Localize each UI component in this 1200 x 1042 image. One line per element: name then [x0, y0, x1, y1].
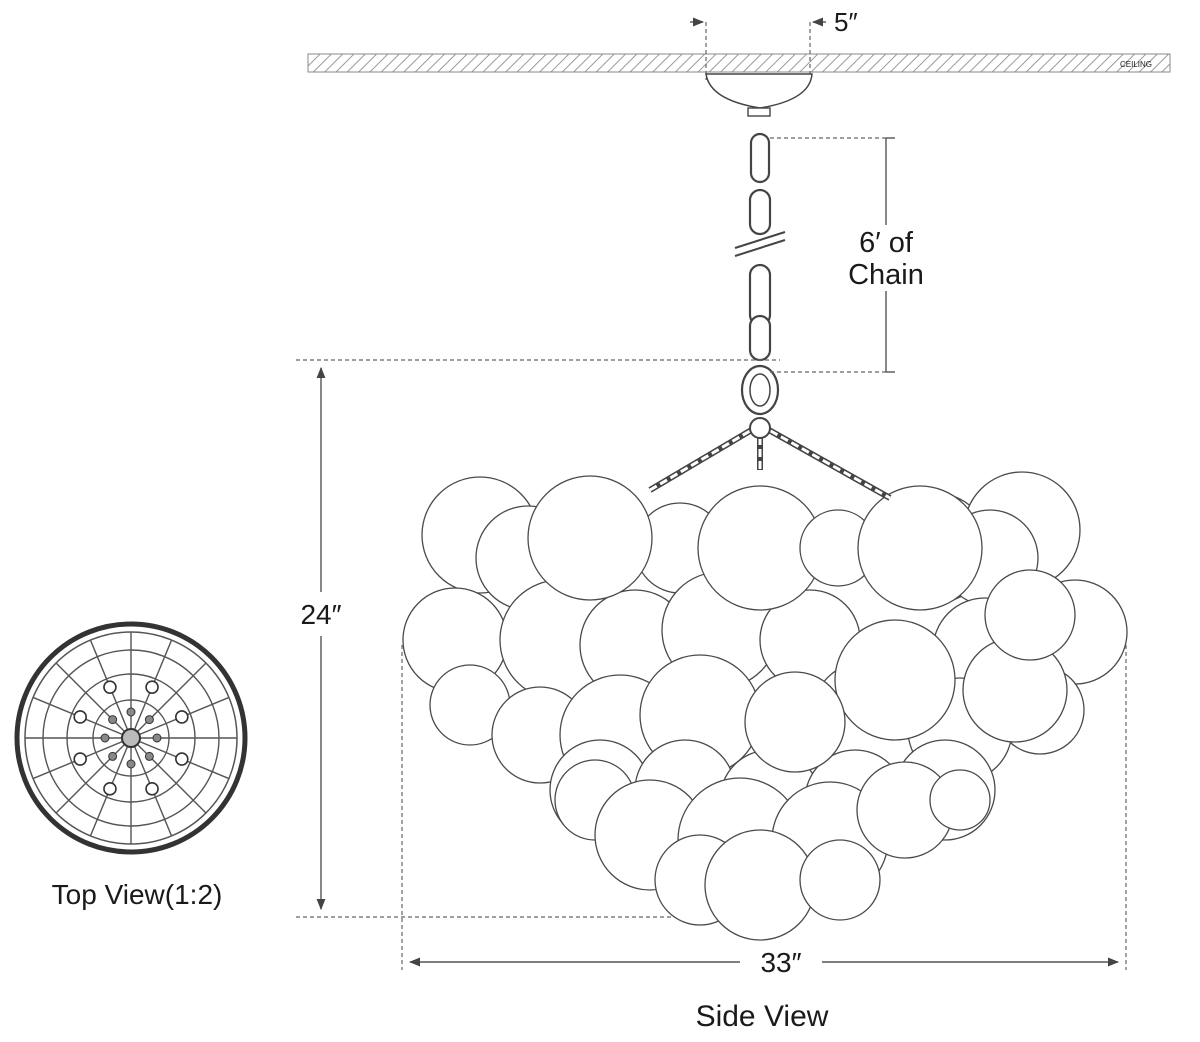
top-view-bead — [144, 715, 154, 725]
globe — [984, 569, 1076, 661]
top-view — [14, 621, 248, 855]
top-view-bead — [152, 733, 162, 743]
canopy-width-label: 5″ — [834, 7, 858, 37]
side-view-label: Side View — [696, 1000, 829, 1033]
chain-link — [748, 188, 772, 236]
top-view-spoke — [130, 737, 207, 814]
canopy-width-dimension: 5″ — [690, 7, 858, 80]
ceiling-label: CEILING — [1120, 60, 1152, 69]
top-view-spoke — [55, 737, 132, 814]
top-view-bead — [100, 733, 110, 743]
globe — [744, 671, 846, 773]
top-view-center — [121, 728, 141, 748]
ceiling: CEILING — [307, 53, 1171, 73]
top-view-ornament — [175, 752, 189, 766]
top-view-label: Top View(1:2) — [52, 879, 223, 910]
width-label: 33″ — [760, 947, 801, 978]
globe — [857, 485, 983, 611]
hub — [749, 417, 771, 439]
top-view-ornament — [145, 782, 159, 796]
hook-ring-inner — [749, 373, 771, 407]
globe — [527, 475, 653, 601]
globe — [799, 839, 881, 921]
top-view-bead — [144, 751, 154, 761]
top-view-ornament — [175, 710, 189, 724]
chain-break-mark — [734, 239, 786, 257]
fixture-arms — [648, 417, 892, 501]
fixture-globes — [402, 471, 1128, 941]
top-view-spoke — [55, 662, 132, 739]
top-view-ornament — [145, 680, 159, 694]
width-dimension: 33″ — [401, 645, 1127, 978]
arm-chain-inner — [649, 423, 761, 492]
height-label: 24″ — [300, 599, 341, 630]
globe — [834, 619, 956, 741]
top-view-bead — [126, 707, 136, 717]
top-view-bead — [108, 715, 118, 725]
chain-link — [748, 314, 772, 362]
globe — [929, 769, 991, 831]
chain-length-label-line2: Chain — [848, 259, 924, 291]
top-view-ornament — [103, 680, 117, 694]
hook-ring — [740, 364, 780, 416]
chain-break-mark — [734, 231, 786, 249]
globe — [704, 829, 816, 941]
chain — [734, 132, 786, 416]
top-view-bead — [126, 759, 136, 769]
canopy — [705, 73, 813, 117]
chain-length-label-line1: 6′ of — [859, 227, 914, 259]
arm-chain-inner — [759, 423, 891, 500]
top-view-ornament — [103, 782, 117, 796]
top-view-ornament — [73, 752, 87, 766]
chain-link — [749, 132, 771, 184]
top-view-spoke — [130, 662, 207, 739]
chain-length-dimension: 6′ of Chain — [770, 137, 936, 373]
top-view-ornament — [73, 710, 87, 724]
top-view-bead — [108, 751, 118, 761]
